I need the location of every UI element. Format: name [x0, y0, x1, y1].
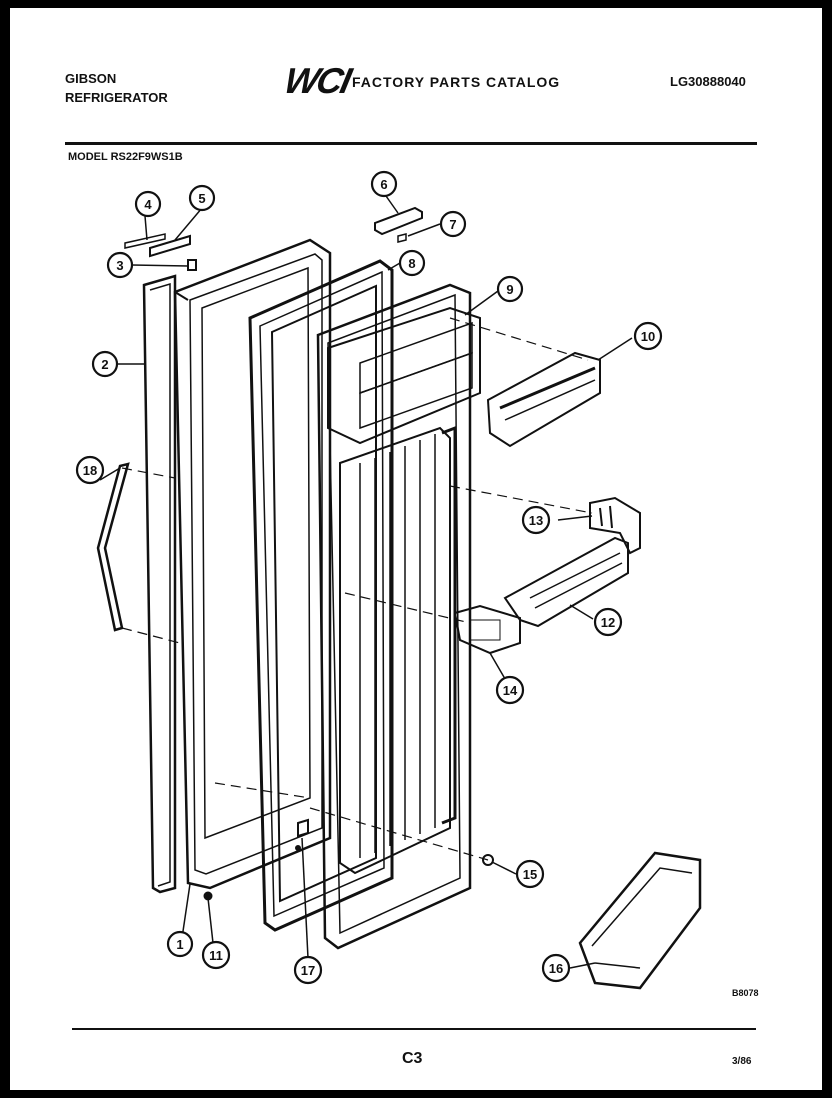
callout-2: 2 [91, 350, 119, 378]
svg-text:10: 10 [641, 329, 655, 344]
part-shelf-support [589, 496, 641, 555]
svg-text:14: 14 [503, 683, 518, 698]
svg-text:4: 4 [144, 197, 152, 212]
brand-line-1: GIBSON [65, 71, 117, 86]
model-label: MODEL RS22F9WS1B [68, 151, 183, 163]
callout-15: 15 [515, 859, 545, 889]
callout-13: 13 [521, 505, 551, 535]
svg-text:6: 6 [380, 177, 387, 192]
callout-16: 16 [541, 953, 571, 983]
part-small-hardware [124, 206, 494, 901]
part-door-rack [486, 351, 601, 448]
callout-18: 18 [75, 455, 105, 485]
svg-text:8: 8 [408, 256, 415, 271]
callout-17: 17 [293, 955, 323, 985]
footer-rule [72, 1028, 756, 1030]
svg-text:16: 16 [549, 961, 563, 976]
leader-lines [99, 195, 633, 969]
page-code: C3 [402, 1050, 423, 1067]
svg-text:5: 5 [198, 191, 205, 206]
svg-text:9: 9 [506, 282, 513, 297]
callout-9: 9 [496, 275, 524, 303]
svg-text:11: 11 [209, 948, 223, 963]
callout-4: 4 [134, 190, 162, 218]
catalog-page: GIBSON REFRIGERATOR WCI FACTORY PARTS CA… [10, 8, 822, 1090]
callout-7: 7 [439, 210, 467, 238]
svg-text:15: 15 [523, 867, 537, 882]
svg-text:17: 17 [301, 963, 315, 978]
callout-1: 1 [166, 930, 194, 958]
brand-line-2: REFRIGERATOR [65, 90, 168, 105]
svg-text:3: 3 [116, 258, 123, 273]
exploded-parts-diagram: 1 2 3 4 5 6 7 8 9 10 11 12 13 14 15 16 1… [75, 170, 702, 990]
svg-text:12: 12 [601, 615, 615, 630]
svg-text:7: 7 [449, 217, 456, 232]
part-door-handle [96, 462, 130, 632]
callout-14: 14 [495, 675, 525, 705]
svg-text:13: 13 [529, 513, 543, 528]
part-outer-door [173, 238, 332, 890]
header-rule [65, 142, 757, 145]
part-rack-end [453, 604, 521, 655]
catalog-number: LG30888040 [670, 74, 746, 89]
part-inner-liner [316, 283, 481, 950]
svg-text:18: 18 [83, 463, 97, 478]
drawing-id: B8078 [732, 988, 759, 998]
part-bin [578, 851, 702, 990]
catalog-date: 3/86 [732, 1056, 752, 1067]
callout-10: 10 [633, 321, 663, 351]
callout-6: 6 [370, 170, 398, 198]
part-liner-gasket [248, 259, 394, 932]
callout-3: 3 [106, 251, 134, 279]
callout-5: 5 [188, 184, 216, 212]
catalog-title: FACTORY PARTS CATALOG [352, 74, 561, 90]
part-door-gasket-strip [142, 274, 177, 894]
callout-12: 12 [593, 607, 623, 637]
callout-11: 11 [201, 940, 231, 970]
svg-text:1: 1 [176, 937, 183, 952]
callout-8: 8 [398, 249, 426, 277]
svg-text:2: 2 [101, 357, 108, 372]
assembly-lines [121, 317, 593, 861]
